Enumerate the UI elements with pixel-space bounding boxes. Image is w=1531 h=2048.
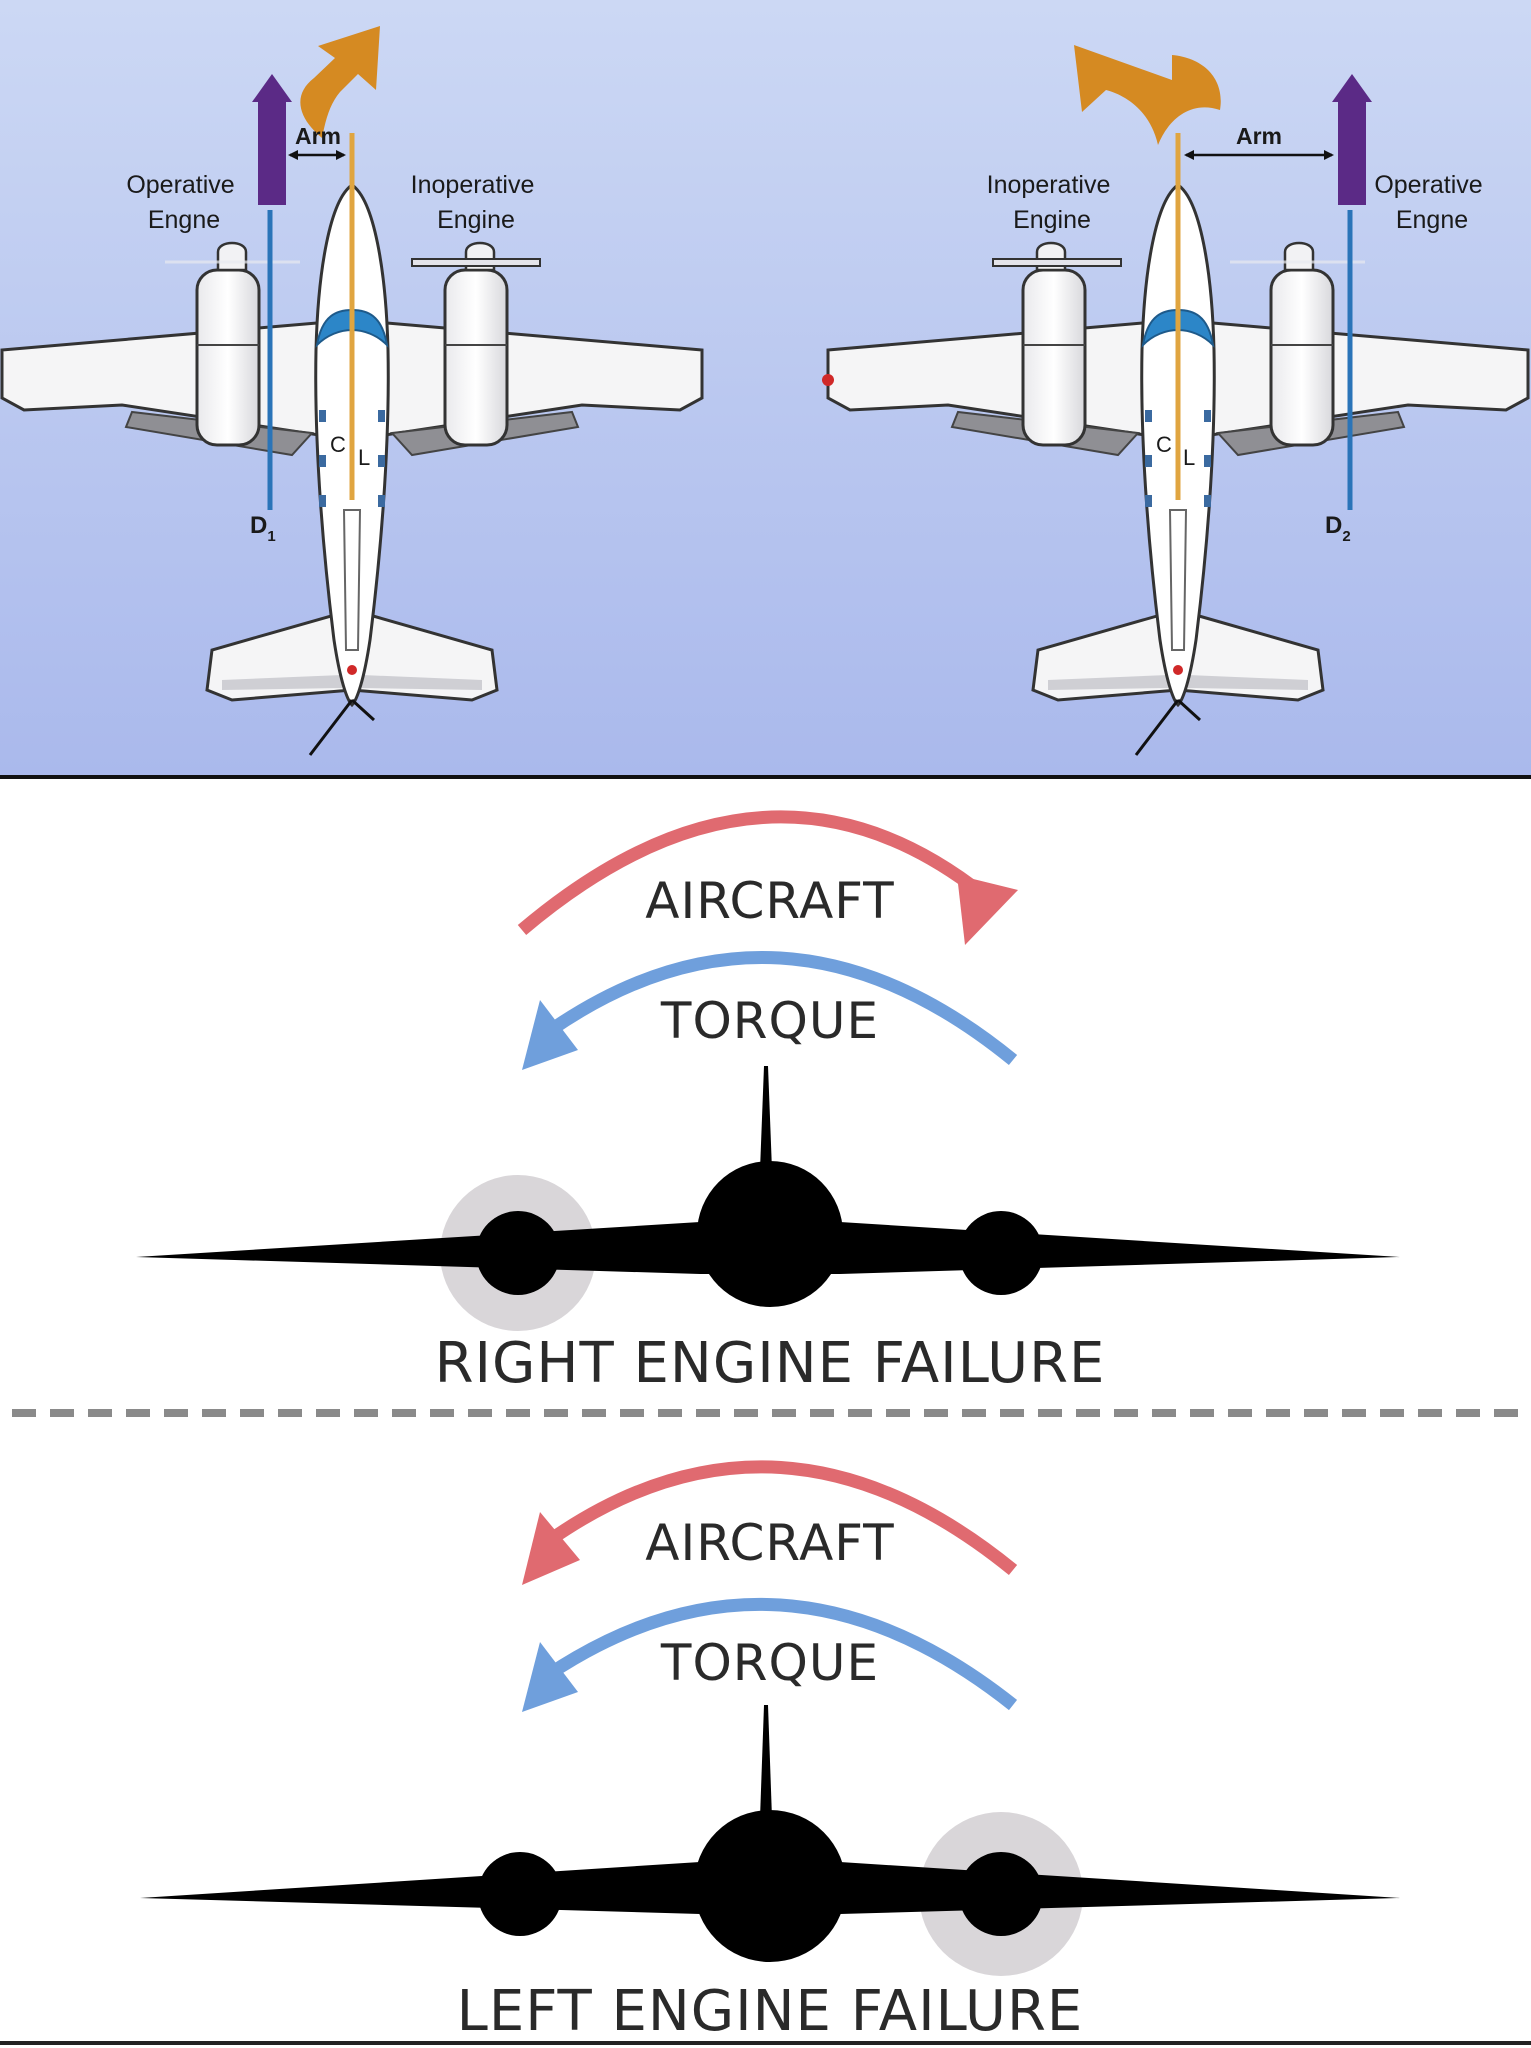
aircraft-arc-arrowhead (522, 1512, 580, 1585)
plane-right-engine-operative: C L Arm Inoperative Engine Operative Eng… (822, 45, 1530, 757)
operative-engine-label: Operative Engne (1374, 171, 1489, 234)
drag-label-d1: D1 (250, 512, 276, 545)
aircraft-silhouette-front (136, 1066, 1400, 1307)
torque-label: TORQUE (660, 1634, 879, 1692)
aircraft-silhouette-front (140, 1705, 1400, 1962)
torque-arc (544, 1597, 1018, 1711)
cl-c: C (330, 432, 346, 457)
arm-dimension (1184, 150, 1334, 160)
cl-c: C (1156, 432, 1172, 457)
thrust-arrow (1332, 74, 1372, 205)
yaw-arrow-shape (1074, 45, 1221, 145)
operative-prop-right (1283, 241, 1315, 272)
aircraft-label: AIRCRAFT (645, 872, 894, 930)
torque-arc-arrowhead (522, 1000, 578, 1070)
section-title: LEFT ENGINE FAILURE (457, 1979, 1084, 2044)
cl-l: L (358, 445, 370, 470)
thrust-arrow (252, 74, 292, 205)
operative-engine-label: Operative Engne (126, 171, 241, 234)
plane-left-engine-operative: C L Arm Operative Engne (0, 26, 704, 757)
arm-label: Arm (295, 123, 341, 149)
section-title: RIGHT ENGINE FAILURE (435, 1331, 1106, 1396)
yaw-arrow-shape (300, 26, 380, 138)
inoperative-engine-label: Inoperative Engine (411, 171, 542, 234)
cl-l: L (1183, 445, 1195, 470)
arm-label: Arm (1236, 123, 1282, 149)
torque-arc-arrowhead (522, 1642, 578, 1712)
torque-label: TORQUE (660, 992, 879, 1050)
torque-arc (544, 950, 1018, 1066)
left-engine-failure-section: AIRCRAFT TORQUE LEFT ENGINE FAILURE (140, 1460, 1400, 2044)
right-engine-failure-section: AIRCRAFT TORQUE RIGHT ENGINE FAILURE (136, 810, 1400, 1396)
inoperative-engine-label: Inoperative Engine (987, 171, 1118, 234)
drag-label-d2: D2 (1325, 512, 1351, 545)
arm-dimension (288, 150, 346, 160)
top-panel: C L Arm Operative Engne (0, 0, 1531, 779)
aircraft-roll-arc (546, 1460, 1018, 1576)
aircraft-arc-arrowhead (957, 875, 1018, 945)
operative-prop-left (216, 241, 248, 272)
aircraft-label: AIRCRAFT (645, 1514, 894, 1572)
aircraft-roll-arc (517, 810, 995, 935)
